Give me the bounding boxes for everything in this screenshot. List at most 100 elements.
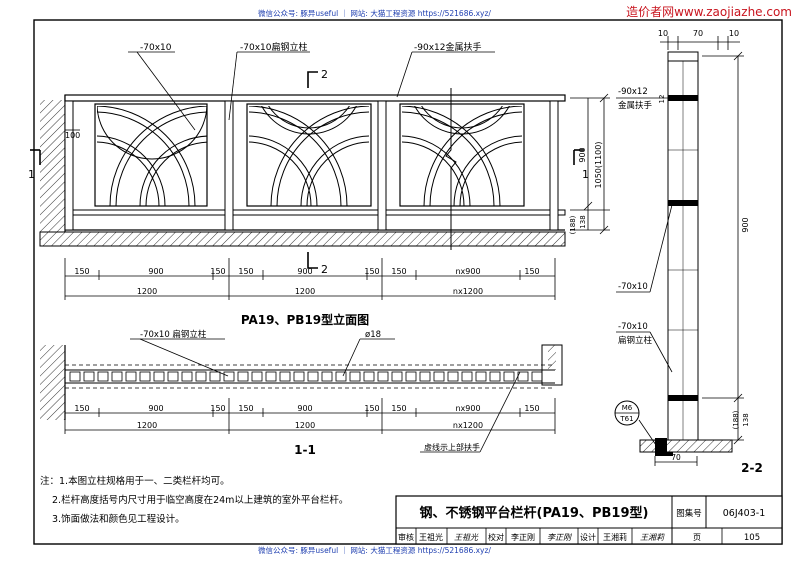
plan-dim-sub-1: 150 (74, 404, 89, 413)
floor-slab (39, 231, 566, 247)
plan-bar-segment (153, 371, 165, 382)
plan-dim-sub-8: nx900 (455, 404, 480, 413)
flat-steel-post (64, 100, 74, 231)
plan-dim-sub-7: 150 (391, 404, 406, 413)
plan-view-1-1: -70x10 扁钢立柱 ø18 150 900 150 150 900 150 … (40, 329, 563, 457)
header: 微信公众号: 豚异useful ｜ 网站: 大猫工程资源 https://521… (258, 5, 792, 19)
flat-steel-post (377, 100, 387, 231)
plan-bar-segment (139, 371, 151, 382)
plan-bar-segment (181, 371, 193, 382)
sec-label-70x10: -70x10 (618, 282, 648, 292)
plan-bar-segment (83, 371, 95, 382)
plan-bar-segment (335, 371, 347, 382)
sec-dim-top-1: 10 (658, 29, 668, 38)
label-handrail: -90x12金属扶手 (414, 41, 481, 53)
plan-dim-sub-5: 900 (297, 404, 312, 413)
plan-bar-segment (111, 371, 123, 382)
section-view-2-2: 10 70 10 -90x12 金属扶手 12 -70x10 -70x10 扁钢… (614, 29, 763, 475)
plan-dim-total-1: 1200 (137, 421, 157, 430)
plan-bar-segment (167, 371, 179, 382)
page-label: 页 (693, 533, 701, 542)
plan-bar-segment (265, 371, 277, 382)
plan-dim-sub-4: 150 (238, 404, 253, 413)
note-1: 注：1.本图立柱规格用于一、二类栏杆均可。 (40, 475, 230, 487)
plan-bar-segment (307, 371, 319, 382)
header-wechat-text: 微信公众号: 豚异useful ｜ 网站: 大猫工程资源 https://521… (258, 8, 491, 18)
atlas-label: 图集号 (676, 508, 702, 519)
plan-label-d18: ø18 (365, 330, 381, 340)
sec-dim-900: 900 (741, 217, 750, 232)
sec-dim-top-2: 70 (693, 29, 703, 38)
plan-dim-total-3: nx1200 (453, 421, 483, 430)
wall-hatch (40, 100, 65, 232)
check-signature: 李正刚 (547, 533, 573, 542)
section-title: 2-2 (741, 461, 763, 475)
detail-ref-top: M6 (622, 404, 633, 412)
dim-100: 100 (65, 131, 80, 140)
review-label: 审核 (398, 532, 414, 542)
dim-sub-9: 150 (524, 267, 539, 276)
check-label: 校对 (488, 532, 504, 542)
plan-note-dashed: 虚线示上部扶手 (424, 442, 480, 452)
plan-bar-segment (447, 371, 459, 382)
plan-dim-sub-3: 150 (210, 404, 225, 413)
infill-panel (246, 103, 372, 207)
plan-bar-segment (237, 371, 249, 382)
dim-sub-4: 150 (238, 267, 253, 276)
dim-1050: 1050(1100) (594, 142, 603, 189)
plan-bar-segment (489, 371, 501, 382)
plan-bar-segment (279, 371, 291, 382)
wall-hatch (40, 345, 65, 420)
flat-steel-post (549, 100, 559, 231)
title-block-title: 钢、不锈钢平台栏杆(PA19、PB19型) (420, 505, 649, 521)
plan-bar-segment (391, 371, 403, 382)
plan-dim-total-2: 1200 (295, 421, 315, 430)
page-number: 105 (744, 533, 760, 543)
plan-bar-segment (475, 371, 487, 382)
plan-bar-segment (223, 371, 235, 382)
title-block: 钢、不锈钢平台栏杆(PA19、PB19型) 图集号 06J403-1 审核 王祖… (395, 495, 783, 545)
plan-bar-segment (125, 371, 137, 382)
plan-bar-segment (503, 371, 515, 382)
detail-ref-bottom: T61 (619, 415, 633, 423)
plan-bar-segment (461, 371, 473, 382)
sec-label-post-name: 扁钢立柱 (618, 335, 653, 346)
dim-total-2: 1200 (295, 287, 315, 296)
plan-label-post: -70x10 扁钢立柱 (140, 329, 207, 340)
dim-sub-5: 900 (297, 267, 312, 276)
flat-steel-post (224, 100, 234, 231)
section-mark-1-right: 1 (582, 168, 589, 181)
plan-dim-sub-2: 900 (148, 404, 163, 413)
plan-bar-segment (97, 371, 109, 382)
plan-bar-segment (251, 371, 263, 382)
dim-138: 138 (579, 215, 587, 228)
section-mark-1-left: 1 (28, 168, 35, 181)
break-line (445, 88, 457, 250)
sec-dim-top-3: 10 (729, 29, 739, 38)
sec-dim-70: 70 (671, 453, 681, 462)
note-3: 3.饰面做法和颜色见工程设计。 (52, 513, 185, 525)
infill-panel (399, 103, 525, 207)
sec-dim-138: 138 (742, 413, 750, 426)
section-mark-2-top: 2 (321, 68, 328, 81)
notes: 注：1.本图立柱规格用于一、二类栏杆均可。 2.栏杆高度括号内尺寸用于临空高度在… (40, 475, 348, 525)
plan-bar-segment (531, 371, 543, 382)
plan-bar-segment (363, 371, 375, 382)
dim-sub-3: 150 (210, 267, 225, 276)
dim-sub-6: 150 (364, 267, 379, 276)
plan-bar-segment (377, 371, 389, 382)
plan-bar-segment (293, 371, 305, 382)
sec-label-handrail-name: 金属扶手 (618, 100, 653, 111)
plan-bar-segment (321, 371, 333, 382)
design-name: 王湘莉 (603, 532, 627, 542)
plan-bar-segment (69, 371, 81, 382)
label-70x10: -70x10 (140, 43, 172, 53)
section-slab (639, 439, 733, 453)
dim-sub-1: 150 (74, 267, 89, 276)
plan-bar-segment (405, 371, 417, 382)
header-brand-text: 造价者网www.zaojiazhe.com (626, 5, 792, 19)
sec-dim-12: 12 (658, 95, 666, 104)
design-signature: 王湘莉 (640, 533, 666, 542)
plan-title: 1-1 (294, 443, 316, 457)
